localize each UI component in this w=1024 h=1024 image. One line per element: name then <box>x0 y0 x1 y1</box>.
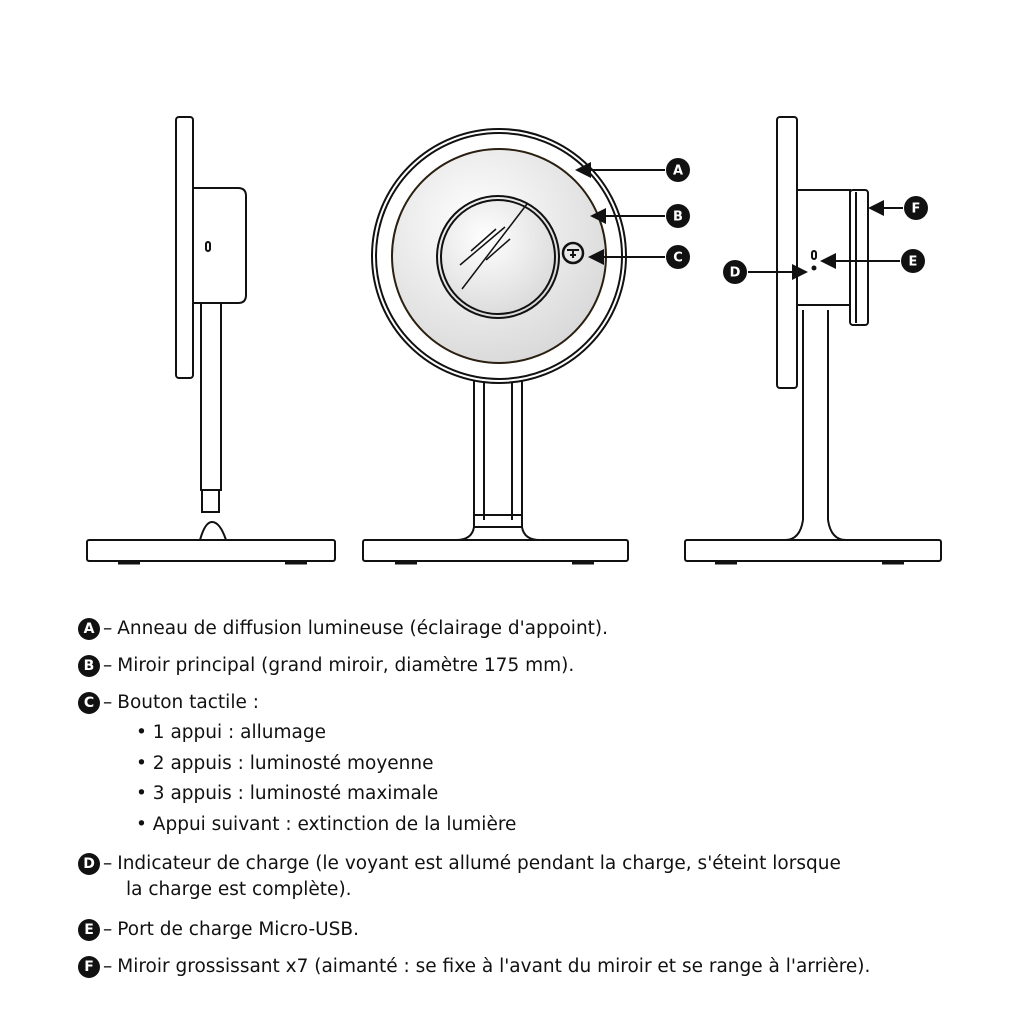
legend-text: Port de charge Micro-USB. <box>117 919 359 940</box>
legend-text: Anneau de diffusion lumineuse (éclairage… <box>117 618 609 639</box>
legend-item-b: B–Miroir principal (grand miroir, diamèt… <box>78 651 978 681</box>
legend: A–Anneau de diffusion lumineuse (éclaira… <box>78 614 978 989</box>
callout-b: B <box>666 204 690 228</box>
magnifier-stored <box>849 189 869 326</box>
badge-b: B <box>78 655 100 677</box>
front-view <box>362 128 629 565</box>
badge-d: D <box>78 853 100 875</box>
callout-d: D <box>723 260 747 284</box>
side-view-right <box>684 116 942 565</box>
svg-text:A: A <box>673 164 683 179</box>
legend-item-d: D–Indicateur de charge (le voyant est al… <box>78 849 978 879</box>
badge-c: C <box>78 692 100 714</box>
touch-button-icon <box>561 241 585 265</box>
bullet-item: • 3 appuis : luminosté maximale <box>136 783 439 804</box>
svg-text:E: E <box>909 255 918 270</box>
bullet-item: • 1 appui : allumage <box>136 722 326 743</box>
svg-text:F: F <box>912 202 921 217</box>
bullet-item: • Appui suivant : extinction de la lumiè… <box>136 813 517 835</box>
bullet-item: • 2 appuis : luminosté moyenne <box>136 752 434 774</box>
legend-text: Bouton tactile : <box>117 692 259 713</box>
svg-text:B: B <box>673 210 683 225</box>
badge-a: A <box>78 618 100 640</box>
badge-e: E <box>78 919 100 941</box>
callout-a: A <box>666 158 690 182</box>
legend-item-a: A–Anneau de diffusion lumineuse (éclaira… <box>78 614 978 644</box>
callout-f: F <box>904 196 928 220</box>
legend-item-c: C–Bouton tactile : <box>78 688 978 718</box>
svg-text:D: D <box>730 266 741 281</box>
magnifier-front <box>436 195 560 319</box>
legend-item-f: F–Miroir grossissant x7 (aimanté : se fi… <box>78 952 978 982</box>
callout-c: C <box>666 245 690 269</box>
svg-text:C: C <box>673 251 683 266</box>
legend-text: Indicateur de charge (le voyant est allu… <box>117 853 841 874</box>
button-modes-list: • 1 appui : allumage • 2 appuis : lumino… <box>136 718 978 840</box>
legend-item-e: E–Port de charge Micro-USB. <box>78 915 978 945</box>
legend-text: Miroir grossissant x7 (aimanté : se fixe… <box>117 956 871 977</box>
callout-e: E <box>901 249 925 273</box>
legend-text-continued: la charge est complète). <box>126 879 352 900</box>
badge-f: F <box>78 956 100 978</box>
side-view-left <box>86 116 336 565</box>
product-diagram: A B C D E F <box>86 116 942 565</box>
legend-text: Miroir principal (grand miroir, diamètre… <box>117 655 575 676</box>
